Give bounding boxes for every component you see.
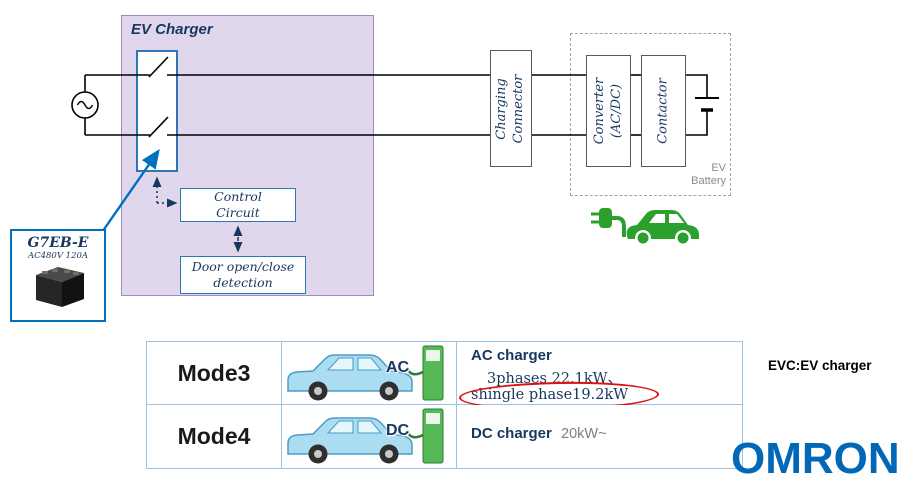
charging-connector-box: Charging Connector [490, 50, 532, 167]
ac-current-label: AC [386, 359, 410, 376]
ev-battery-label: EV Battery [691, 162, 726, 188]
dc-charger-title: DC charger [471, 425, 552, 442]
ac-source-icon [71, 91, 99, 119]
converter-box: Converter (AC/DC) [586, 55, 631, 167]
relay-spec: AC480V 120A [27, 251, 89, 261]
ev-car-icon [591, 208, 699, 246]
relay-product-icon [36, 267, 84, 307]
mode3-desc-cell: AC charger 3phases 22.1kW、 shingle phase… [457, 342, 742, 412]
ev-side-dashed-box [570, 33, 731, 196]
contactor-box: Contactor [641, 55, 686, 167]
mode3-cell: Mode3 [147, 342, 282, 405]
mode4-desc-cell: DC charger 20kW~ [457, 405, 742, 468]
car-illustration [287, 345, 444, 401]
ev-charger-panel-title: EV Charger [131, 21, 213, 38]
dc-charger-detail-1: 20kW~ [561, 426, 607, 442]
mode4-car-cell: DC [282, 405, 457, 468]
mode4-cell: Mode4 [147, 405, 282, 468]
door-detection-box: Door open/close detection [180, 256, 306, 294]
evc-note: EVC:EV charger [768, 358, 872, 373]
relay-callout-box: G7EB-E AC480V 120A [10, 229, 106, 322]
ac-charger-detail-1: 3phases 22.1kW、 [487, 371, 623, 387]
mode3-label: Mode3 [177, 359, 251, 386]
mode3-car-cell: AC [282, 342, 457, 405]
charging-modes-table: Mode3 AC AC charger 3phases 22.1kW、 shin… [146, 341, 743, 469]
control-circuit-box: Control Circuit [180, 188, 296, 222]
omron-logo: OMRON [731, 434, 900, 483]
charging-connector-label: Charging Connector [494, 74, 526, 143]
relay-switch-box [136, 50, 178, 172]
car-illustration [287, 408, 444, 464]
contactor-label: Contactor [655, 78, 671, 144]
dc-current-label: DC [386, 422, 410, 439]
ac-charger-detail-2: shingle phase19.2kW [471, 387, 629, 403]
mode4-label: Mode4 [177, 423, 251, 449]
converter-label: Converter (AC/DC) [591, 77, 624, 145]
relay-name: G7EB-E [27, 235, 89, 251]
door-detection-label: Door open/close detection [191, 258, 295, 290]
control-circuit-label: Control Circuit [214, 188, 262, 220]
ac-charger-title: AC charger [471, 347, 552, 364]
